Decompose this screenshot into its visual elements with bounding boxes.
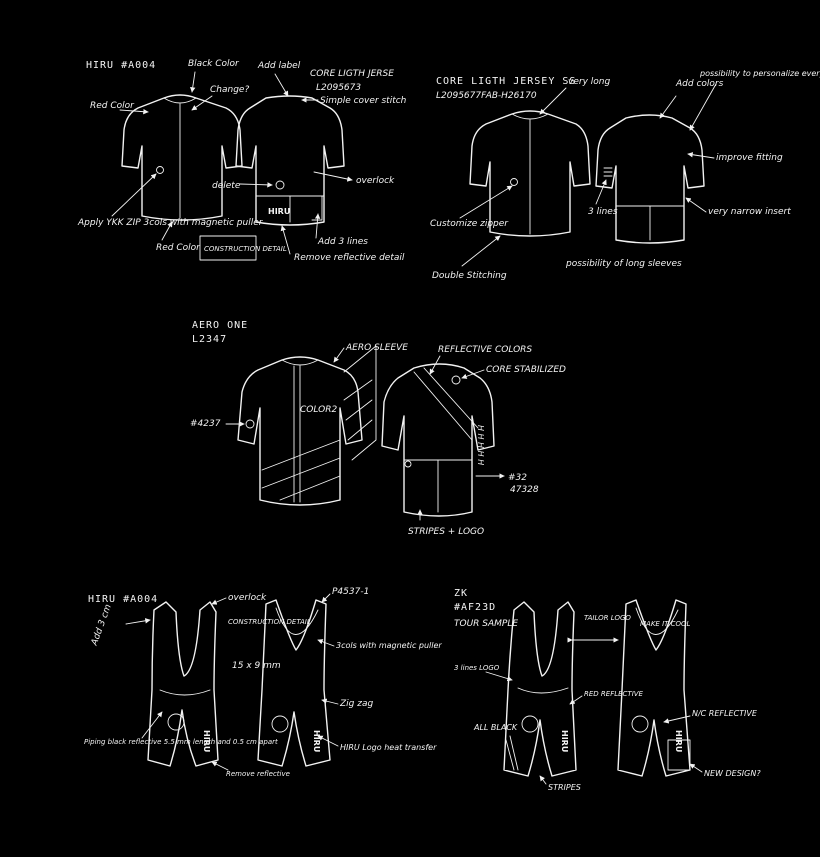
- construction-detail-box: [199, 235, 257, 261]
- sketch1-code: L2095673: [316, 83, 361, 93]
- bib-front-icon: HIRU: [503, 601, 577, 777]
- sketch3-group: AERO ONE L2347 H H H H H AERO SLEEVE REF…: [190, 320, 566, 537]
- note-new-design: NEW DESIGN?: [704, 769, 761, 778]
- jersey-back-icon: [595, 114, 705, 244]
- note-remove-reflective-bib: Remove reflective: [226, 770, 290, 778]
- note-red-color-bottom: Red Color: [156, 243, 201, 253]
- note-aero-sleeve: AERO SLEEVE: [345, 343, 408, 353]
- note-ref-32: #32: [508, 473, 527, 483]
- note-construction-detail-bib: CONSTRUCTION DETAIL: [228, 618, 311, 626]
- note-ref-47328: 47328: [510, 485, 539, 495]
- note-improve-fitting: improve fitting: [716, 153, 783, 163]
- sketch5-brand-back: HIRU: [674, 730, 683, 752]
- note-very-narrow-insert: very narrow insert: [708, 207, 791, 217]
- note-core-stabilized: CORE STABILIZED: [486, 365, 566, 375]
- bib-front-icon: HIRU: [147, 601, 219, 767]
- note-3-lines-logo: 3 lines LOGO: [454, 664, 500, 672]
- sketch4-brand-back: HIRU: [312, 730, 321, 752]
- note-red-reflective: RED REFLECTIVE: [584, 690, 644, 698]
- note-add-colors: Add colors: [675, 79, 724, 89]
- note-apply-zip: Apply YKK ZIP 3cols with magnetic puller: [77, 218, 264, 228]
- note-3-lines: 3 lines: [588, 207, 618, 217]
- note-very-long: very long: [568, 77, 610, 87]
- note-possibility: possibility to personalize everything: [699, 69, 820, 78]
- note-three-cols: 3cols with magnetic puller: [336, 641, 442, 650]
- note-piping: Piping black reflective 5.5 mm length an…: [84, 738, 278, 746]
- note-customize-zipper: Customize zipper: [430, 219, 509, 229]
- jersey-front-icon: [237, 345, 377, 506]
- sketch5-title: ZK: [454, 588, 468, 599]
- note-overlock-bib: overlock: [228, 593, 267, 603]
- sketch1-title: HIRU #A004: [86, 60, 156, 71]
- note-nc-reflective: N/C REFLECTIVE: [692, 709, 758, 718]
- sketch5-subtitle: TOUR SAMPLE: [454, 619, 518, 629]
- sketch4-group: HIRU #A004 HIRU HIRU overlock P4537-1 Ad…: [84, 587, 442, 778]
- note-ref-4237: #4237: [190, 419, 221, 429]
- note-remove-reflective: Remove reflective detail: [294, 253, 405, 263]
- sketch3-title: AERO ONE: [192, 320, 248, 331]
- note-all-black: ALL BLACK: [473, 723, 518, 732]
- note-add-3-lines: Add 3 lines: [317, 237, 368, 247]
- note-black-color: Black Color: [188, 59, 240, 69]
- note-reflective-colors: REFLECTIVE COLORS: [438, 345, 532, 355]
- note-double-stitching: Double Stitching: [432, 271, 507, 281]
- sketch5-code: #AF23D: [454, 602, 496, 613]
- note-color2: COLOR2: [300, 405, 337, 415]
- sketch1-subtitle: CORE LIGTH JERSE: [310, 69, 394, 79]
- sketch2-code: L2095677FAB-H26170: [436, 91, 537, 101]
- note-make-it-cool: MAKE IT COOL: [640, 620, 691, 628]
- jersey-front-icon: [121, 94, 243, 221]
- note-change: Change?: [210, 85, 249, 95]
- sketch5-group: ZK #AF23D TOUR SAMPLE HIRU HIRU TAILOR L…: [454, 588, 761, 792]
- note-overlock: overlock: [356, 176, 395, 186]
- note-simple-cover-stitch: Simple cover stitch: [320, 96, 407, 106]
- jersey-back-icon: HIRU: [235, 95, 345, 226]
- note-stripes: STRIPES: [548, 783, 581, 792]
- note-size-15x9: 15 x 9 mm: [232, 661, 281, 671]
- sketch4-title: HIRU #A004: [88, 594, 158, 605]
- sketch3-code: L2347: [192, 334, 227, 345]
- sketch5-brand: HIRU: [560, 730, 569, 752]
- sketch4-brand: HIRU: [202, 730, 211, 752]
- sketch2-group: CORE LIGTH JERSEY SS L2095677FAB-H26170 …: [430, 69, 820, 281]
- note-delete: delete: [212, 181, 241, 191]
- note-add-3cm: Add 3 cm: [89, 603, 113, 648]
- jersey-back-icon: H H H H H: [381, 363, 495, 517]
- bib-back-icon: HIRU: [257, 599, 331, 767]
- sleeve-letters: H H H H H: [476, 425, 485, 465]
- note-long-sleeves: possibility of long sleeves: [565, 259, 682, 269]
- note-tailor-logo: TAILOR LOGO: [584, 614, 631, 622]
- note-add-label: Add label: [257, 61, 301, 71]
- note-red-color: Red Color: [90, 101, 135, 111]
- note-code-bib: P4537-1: [332, 587, 369, 597]
- sketch1-brand: HIRU: [268, 207, 290, 216]
- note-hiru-logo: HIRU Logo heat transfer: [340, 743, 437, 752]
- sketch2-title: CORE LIGTH JERSEY SS: [436, 76, 576, 87]
- note-zig-zag: Zig zag: [339, 699, 373, 709]
- note-stripes-logo: STRIPES + LOGO: [408, 527, 484, 537]
- note-construction-detail: CONSTRUCTION DETAIL: [204, 245, 287, 253]
- jersey-front-icon: [469, 110, 591, 237]
- bib-back-icon: HIRU: [617, 599, 691, 777]
- sketch1-group: HIRU #A004 CORE LIGTH JERSE L2095673 HIR…: [77, 59, 407, 263]
